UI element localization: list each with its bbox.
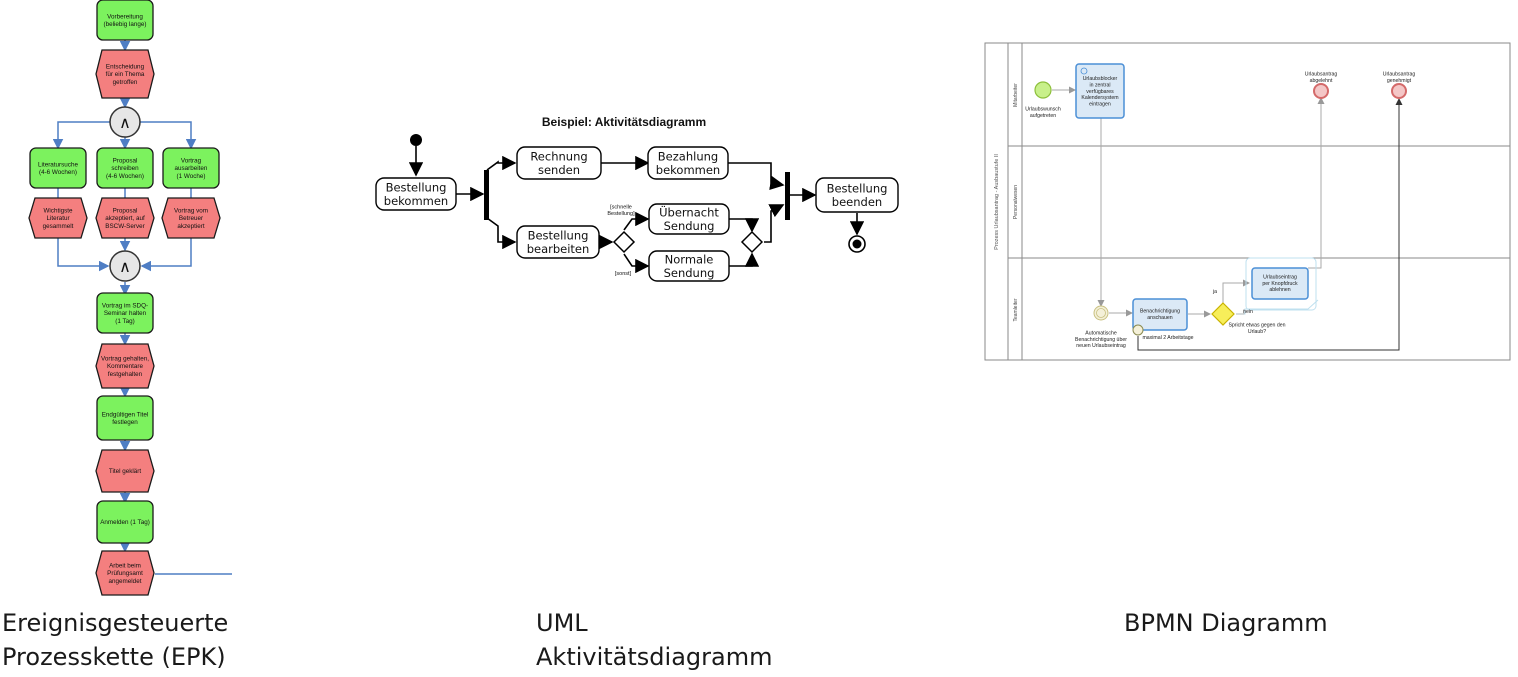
bpmn-lane-personalwesen: Personalwesen — [1013, 185, 1019, 219]
epk-and-connector — [109, 106, 141, 138]
bpmn-timer-event — [1132, 324, 1144, 336]
epk-function — [96, 147, 154, 189]
uml-action — [375, 177, 457, 211]
bpmn-task-reject — [1251, 267, 1309, 300]
bpmn-highlight-frame — [1245, 257, 1317, 311]
epk-and-connectors: ∧∧ — [109, 106, 141, 282]
uml-fork-bar — [484, 170, 489, 220]
epk-event — [95, 197, 155, 239]
bpmn-sequence-flows — [1052, 86, 1325, 318]
epk-function-label: Literatursuche(4-6 Wochen) — [38, 161, 78, 176]
caption-bpmn: BPMN Diagramm — [1124, 609, 1328, 637]
epk-event — [95, 49, 155, 99]
bpmn-script-icon — [1080, 67, 1088, 75]
epk-and-connector — [109, 250, 141, 282]
epk-event — [95, 449, 155, 493]
epk-function — [96, 500, 154, 544]
epk-function — [96, 0, 154, 41]
bpmn-pool-label: Prozess Urlaubsantrag - Ausbaustufe II — [994, 154, 1000, 250]
bpmn-task-view — [1132, 298, 1188, 331]
bpmn-gateway — [1211, 302, 1235, 326]
epk-connections — [52, 40, 232, 575]
epk-function-label: Vortrag im SDQ-Seminar halten(1 Tag) — [102, 303, 148, 325]
caption-epk: Ereignisgesteuerte Prozesskette (EPK) — [2, 609, 229, 671]
epk-function — [162, 147, 220, 189]
bpmn-pool — [984, 42, 1511, 361]
uml-action — [647, 146, 729, 180]
bpmn-diagram: Prozess Urlaubsantrag - Ausbaustufe II M… — [984, 42, 1511, 361]
uml-initial-node — [410, 134, 422, 146]
bpmn-timer-flow — [1137, 98, 1403, 351]
epk-function — [29, 147, 87, 189]
uml-action — [815, 177, 899, 213]
epk-event — [95, 343, 155, 389]
uml-join-bar — [785, 172, 790, 220]
epk-function-label: Anmelden (1 Tag) — [100, 519, 150, 526]
uml-control-flows — [408, 146, 865, 274]
epk-diagram: Vorbereitung(beliebig lange) Literatursuc… — [28, 0, 232, 596]
bpmn-end-approved — [1391, 83, 1407, 99]
epk-event — [161, 197, 221, 239]
uml-decision-node — [612, 230, 636, 254]
epk-function — [96, 395, 154, 441]
epk-and-symbol: ∧ — [119, 113, 131, 132]
bpmn-start-event — [1034, 81, 1052, 99]
bpmn-catch-event — [1093, 305, 1109, 321]
uml-title: Beispiel: Aktivitätsdiagramm — [542, 115, 706, 129]
caption-uml: UML Aktivitätsdiagramm — [536, 609, 773, 671]
epk-event — [95, 550, 155, 596]
uml-action — [648, 250, 730, 282]
epk-function-label: Vorbereitung(beliebig lange) — [103, 13, 146, 28]
epk-event-label: Titel geklärt — [109, 468, 142, 475]
epk-and-symbol: ∧ — [119, 257, 131, 276]
epk-function — [96, 292, 154, 334]
bpmn-task-calendar — [1075, 63, 1125, 119]
uml-guard-label: [sonst] — [615, 271, 632, 277]
bpmn-no-label: nein — [1243, 309, 1253, 315]
uml-merge-node — [740, 230, 764, 254]
epk-event — [28, 197, 88, 239]
bpmn-lane-mitarbeiter: Mitarbeiter — [1013, 83, 1019, 107]
bpmn-lane-teamleiter: Teamleiter — [1013, 298, 1019, 321]
uml-action — [648, 203, 730, 235]
uml-action — [516, 225, 600, 259]
bpmn-yes-label: ja — [1212, 289, 1217, 295]
bpmn-end-rejected — [1313, 83, 1329, 99]
bpmn-timer-label: maximal 2 Arbeitstage — [1142, 335, 1193, 341]
uml-action — [516, 146, 602, 180]
epk-functions: Vorbereitung(beliebig lange) Literatursuc… — [29, 0, 220, 544]
